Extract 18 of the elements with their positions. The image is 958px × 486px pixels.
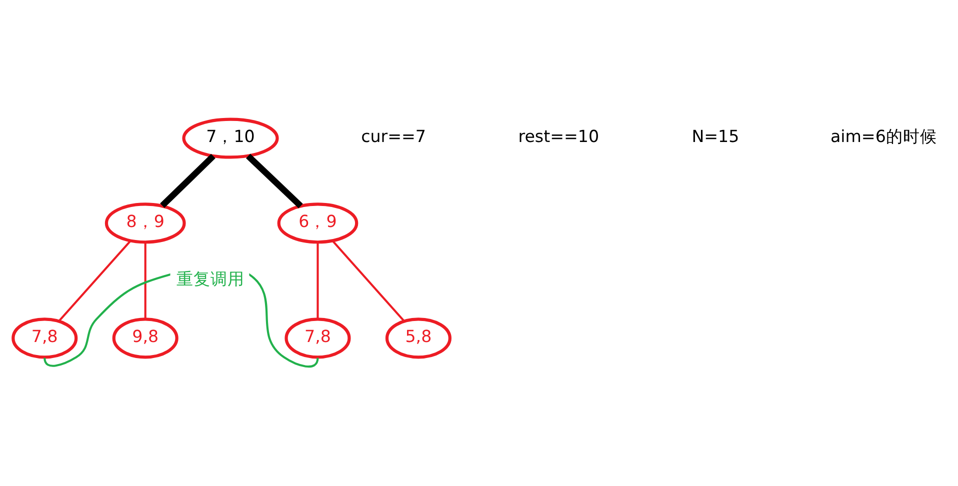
connector [246,154,303,208]
label: rest==10 [518,127,600,146]
connector [160,154,216,208]
edge-label: 重复调用 [176,270,245,289]
node-ellipse: 6，9 [277,202,358,244]
node-ellipse: 8，9 [104,202,186,244]
node-ellipse: 5,8 [385,318,452,359]
node-ellipse: 7，10 [182,118,279,159]
label: aim=6的时候 [830,127,937,146]
connector [316,242,319,320]
node-ellipse: 7,8 [12,318,78,359]
label: cur==7 [361,127,426,146]
label: N=15 [692,127,740,146]
node-ellipse: 9,8 [112,318,178,359]
connector [332,240,405,322]
node-ellipse: 7,8 [284,318,351,359]
connector [58,240,132,322]
connector [144,242,146,320]
